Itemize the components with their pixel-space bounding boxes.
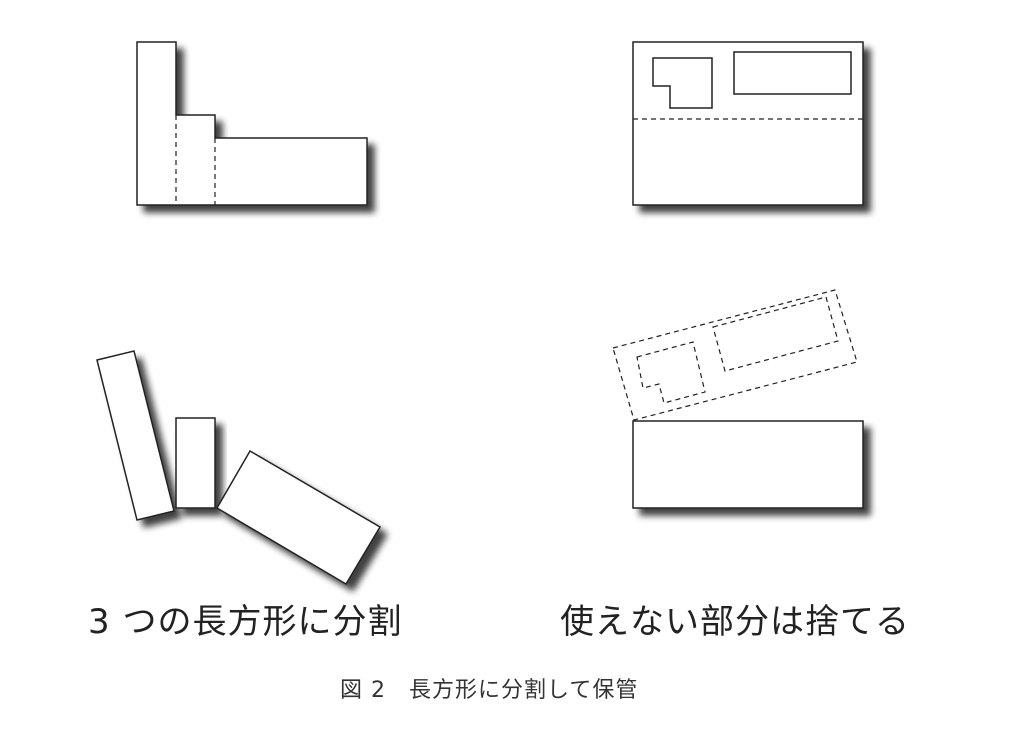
discarded-notched-hole [636, 341, 706, 404]
split-pieces-panel [96, 350, 382, 586]
caption-discard-unusable: 使えない部分は捨てる [560, 602, 910, 642]
rect-hole [733, 51, 852, 95]
discarded-part-outline [612, 289, 858, 421]
discard-panel [612, 289, 864, 509]
discarded-rect-hole [712, 296, 839, 372]
caption-split-into-three: 3 つの長方形に分割 [88, 602, 403, 642]
notched-hole [652, 57, 713, 109]
kept-rectangle [632, 420, 864, 509]
stepped-shape [136, 41, 368, 206]
tilted-wide-piece [215, 449, 382, 586]
figure-caption: 図 2 長方形に分割して保管 [340, 678, 639, 703]
stepped-shape-panel [136, 41, 368, 206]
tilted-tall-piece [96, 350, 175, 521]
cutout-sheet-panel [632, 41, 864, 206]
upright-small-piece [175, 417, 216, 509]
